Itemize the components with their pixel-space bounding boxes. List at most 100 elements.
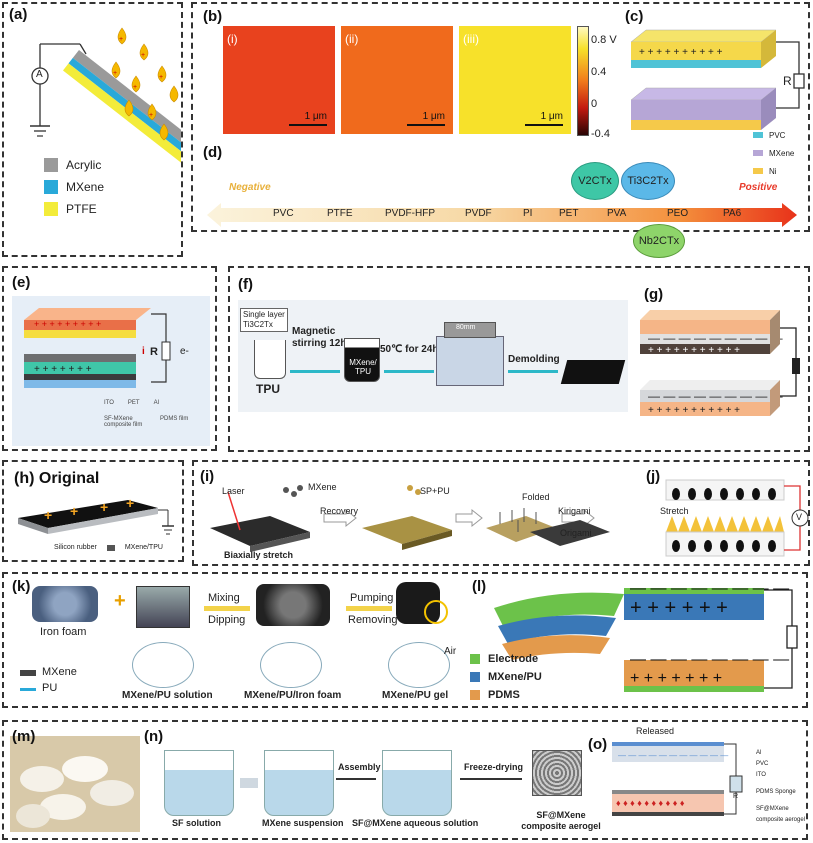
panel-bcd: (b) (i) 1 μm (ii) 1 μm (iii) 1 μm 0.8 V …: [191, 2, 810, 258]
mold-size: 80mm: [456, 324, 476, 331]
svg-text:+ + + + + + + + + +: + + + + + + + + + +: [639, 47, 723, 58]
tribo-pvdf: PVDF: [465, 208, 492, 219]
colorbar-tick-3: -0.4: [591, 128, 610, 140]
pu-k-swatch: [20, 688, 36, 691]
panel-c-label: (c): [625, 8, 644, 25]
kpfm-map-ii: (ii) 1 μm: [341, 26, 453, 134]
beaker-sf: [164, 750, 234, 816]
panel-f-label: (f): [238, 276, 253, 293]
mxene-i-label: MXene: [308, 482, 337, 492]
svg-text:— — — — — — — — — — —: — — — — — — — — — — —: [618, 751, 728, 760]
sf-mxene-legend: SF-MXene composite film: [104, 416, 143, 428]
bubble-ti3c2tx-text: Ti3C2Tx: [627, 175, 669, 187]
removing-label: Removing: [348, 614, 398, 626]
caption-gel: MXene/PU gel: [382, 690, 449, 701]
iron-foam: [32, 586, 98, 622]
arrow-1: [290, 370, 340, 373]
panel-e-electron: e-: [180, 346, 189, 357]
step-drying: 50℃ for 24h: [380, 344, 439, 355]
pvc-o-label: PVC: [756, 761, 769, 767]
panel-e-current: i: [142, 346, 145, 357]
sp-pu-label: SP+PU: [420, 486, 450, 496]
coated-foam: [256, 584, 330, 626]
positive-label: Positive: [739, 182, 778, 193]
panel-h-device: ++++: [18, 495, 174, 535]
tribo-pva: PVA: [607, 208, 627, 219]
mxene-tpu-label: MXene/ TPU: [349, 358, 377, 376]
panel-o-legend: Al PVC ITO PDMS Sponge SF@MXene composit…: [756, 748, 808, 826]
mxene-swatch: [44, 180, 58, 194]
svg-text:— — — — — — — —: — — — — — — — —: [630, 580, 789, 597]
tpu-label: TPU: [256, 382, 280, 396]
panel-mno: (m) (n) SF solution MXene suspension Ass…: [2, 720, 808, 840]
panel-j-label: (j): [646, 468, 661, 485]
al-legend: Al: [153, 400, 159, 406]
tribo-pi: PI: [523, 208, 533, 219]
aerogel-cube: [532, 750, 582, 796]
ni-swatch: [753, 168, 763, 174]
kirigami-label: Kirigami: [558, 506, 591, 516]
pumping-label: Pumping: [350, 592, 394, 604]
svg-text:+: +: [133, 84, 137, 91]
silk-cocoons-photo: [10, 736, 140, 832]
svg-text:+: +: [149, 112, 153, 119]
step-demolding: Demolding: [508, 354, 560, 365]
svg-text:+ + + + + + + + +: + + + + + + + + +: [34, 319, 101, 329]
zoom-solution: [132, 642, 194, 688]
freeze-drying-label: Freeze-drying: [464, 762, 524, 772]
panel-a-label: (a): [9, 6, 28, 23]
pvc-swatch: [753, 132, 763, 138]
pu-k-label: PU: [42, 682, 58, 694]
panel-l-legend: Electrode MXene/PU PDMS: [470, 650, 542, 704]
sf-solution-label: SF solution: [172, 818, 221, 828]
panel-c-resistor-label: R: [783, 74, 792, 88]
panel-kl: (k) Iron foam + Mixing Dipping Pumping R…: [2, 572, 808, 708]
bubble-v2ctx: V2CTx: [571, 162, 619, 200]
pet-legend: PET: [127, 400, 140, 406]
svg-text:+ + + + + + +: + + + + + + +: [34, 364, 92, 375]
kpfm-map-i: (i) 1 μm: [223, 26, 335, 134]
pdms-sponge-label: PDMS Sponge: [756, 789, 796, 795]
panel-n-label: (n): [144, 728, 164, 745]
mxene-tpu-h-label: MXene/TPU: [124, 544, 163, 551]
mxene-pu-swatch: [470, 672, 480, 682]
tribo-ptfe: PTFE: [327, 208, 353, 219]
pdms-label: PDMS: [488, 689, 520, 701]
svg-text:♦ ♦ ♦ ♦ ♦ ♦ ♦ ♦ ♦ ♦: ♦ ♦ ♦ ♦ ♦ ♦ ♦ ♦ ♦ ♦: [616, 798, 685, 808]
biaxial-label: Biaxially stretch: [224, 550, 294, 560]
mxene-pu-label: MXene/PU: [488, 671, 542, 683]
colorbar-tick-1: 0.4: [591, 66, 607, 78]
mxene-suspension-label: MXene suspension: [262, 818, 344, 828]
folded-label: Folded: [522, 492, 550, 502]
ammeter-label: A: [36, 69, 43, 80]
aerogel-label: SF@MXene composite aerogel: [521, 810, 601, 831]
tribo-pvdf-hfp: PVDF-HFP: [385, 208, 435, 219]
svg-text:+: +: [126, 495, 134, 511]
scale-bar-iii: 1 μm: [540, 111, 563, 122]
acrylic-swatch: [44, 158, 58, 172]
colorbar-tick-2: 0: [591, 98, 598, 110]
bubble-nb2ctx-text: Nb2CTx: [638, 235, 680, 247]
svg-text:— — — — — — — — —: — — — — — — — — —: [648, 389, 783, 403]
ptfe-label: PTFE: [66, 202, 97, 216]
caption-foam: MXene/PU/Iron foam: [244, 690, 342, 701]
kpfm-map-iii-label: (iii): [463, 32, 479, 46]
mxene-c-swatch: [753, 150, 763, 156]
mxene-label: MXene: [66, 180, 105, 194]
panel-l-layers: [494, 592, 624, 660]
panel-m-label: (m): [12, 728, 36, 745]
panel-e-resistor: R: [150, 346, 158, 358]
panel-a: (a) +++ +++: [2, 2, 183, 257]
tribo-peo: PEO: [667, 208, 689, 219]
zoom-gel: [388, 642, 450, 688]
mxene-tpu-swatch: [106, 544, 115, 551]
panel-h-legend: Silicon rubber MXene/TPU: [54, 544, 163, 551]
panel-e: (e) + + + + + + + + + + + + + + + + i R …: [2, 266, 217, 451]
caption-solution: MXene/PU solution: [122, 690, 213, 701]
mxene-tpu-beaker: [344, 338, 380, 382]
arrow-2: [384, 370, 434, 373]
panel-g-diagram: — — — — — — — — — + + + + + + + + + + + …: [640, 310, 800, 416]
arrow-n1: [240, 778, 258, 788]
panel-o-diagram: — — — — — — — — — — — ♦ ♦ ♦ ♦ ♦ ♦ ♦ ♦ ♦ …: [612, 742, 743, 816]
